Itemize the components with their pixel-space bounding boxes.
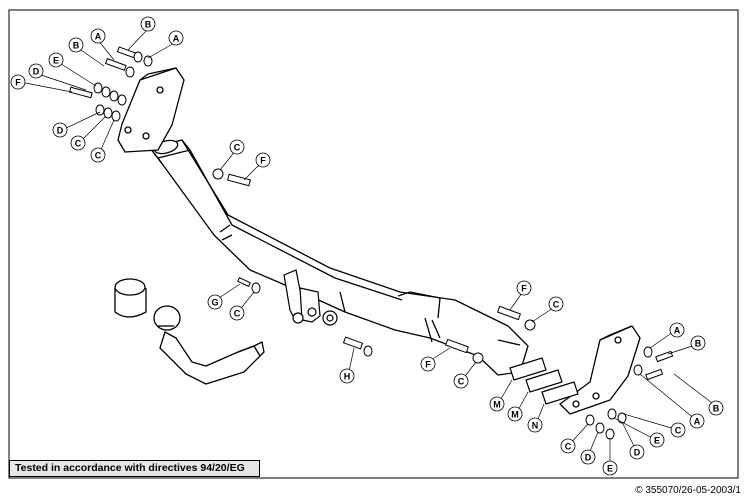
svg-text:H: H xyxy=(344,372,351,382)
svg-text:B: B xyxy=(145,20,152,30)
certification-note: Tested in accordance with directives 94/… xyxy=(9,460,260,477)
right-side-bracket xyxy=(559,325,641,415)
callout-plate-m1: M xyxy=(489,396,505,412)
callout-r-c: C xyxy=(548,296,564,312)
svg-text:D: D xyxy=(585,453,592,463)
svg-text:N: N xyxy=(532,421,539,431)
callout-br-a1: A xyxy=(669,322,685,338)
spacer-plates xyxy=(509,357,579,405)
crossbar-tube xyxy=(149,139,529,376)
callout-r-c2: C xyxy=(453,373,469,389)
svg-text:M: M xyxy=(493,400,501,410)
callout-tl-a2: A xyxy=(168,30,184,46)
callout-cl-c: C xyxy=(229,305,245,321)
callout-r-f: F xyxy=(516,280,532,296)
svg-text:M: M xyxy=(511,410,519,420)
callout-br-e1: E xyxy=(649,432,665,448)
svg-text:C: C xyxy=(75,139,82,149)
svg-text:D: D xyxy=(634,448,641,458)
callout-cl-h: H xyxy=(339,368,355,384)
fasteners xyxy=(68,46,674,440)
callout-tl-a1: A xyxy=(90,28,106,44)
callout-tl-c1: C xyxy=(70,135,86,151)
svg-text:G: G xyxy=(211,298,218,308)
svg-text:F: F xyxy=(260,156,266,166)
callout-mid-f: F xyxy=(255,152,271,168)
callout-plate-m2: M xyxy=(507,406,523,422)
left-side-bracket xyxy=(117,67,185,153)
svg-text:C: C xyxy=(565,442,572,452)
svg-text:D: D xyxy=(33,67,40,77)
callout-tl-d1: D xyxy=(28,63,44,79)
callout-br-e2: E xyxy=(602,460,618,476)
callout-br-c1: C xyxy=(670,422,686,438)
callout-plate-n: N xyxy=(527,417,543,433)
svg-text:F: F xyxy=(425,360,431,370)
callout-tl-c2: C xyxy=(90,147,106,163)
callout-r-f2: F xyxy=(420,356,436,372)
svg-text:C: C xyxy=(675,426,682,436)
callout-br-d2: D xyxy=(580,449,596,465)
svg-text:A: A xyxy=(674,326,681,336)
copyright-reference: © 355070/26-05-2003/1 xyxy=(635,485,741,496)
callout-br-b2: B xyxy=(708,400,724,416)
svg-text:A: A xyxy=(173,34,180,44)
callout-tl-b2: B xyxy=(68,37,84,53)
part-label-callouts: B A A B E D F D C C C F G C H F C F C M … xyxy=(10,16,724,476)
diagram-border xyxy=(8,9,739,479)
callout-cl-g: G xyxy=(207,294,223,310)
callout-tl-d2: D xyxy=(52,122,68,138)
svg-text:C: C xyxy=(458,377,465,387)
svg-text:B: B xyxy=(73,41,80,51)
svg-text:E: E xyxy=(607,464,613,474)
callout-br-a2: A xyxy=(689,413,705,429)
svg-text:A: A xyxy=(694,417,701,427)
callout-br-c2: C xyxy=(560,438,576,454)
tow-ball-neck xyxy=(153,305,265,385)
svg-text:F: F xyxy=(521,284,527,294)
leader-lines xyxy=(19,28,717,466)
callout-tl-f: F xyxy=(10,74,26,90)
svg-text:C: C xyxy=(234,143,241,153)
svg-text:C: C xyxy=(95,151,102,161)
svg-text:C: C xyxy=(234,309,241,319)
svg-text:E: E xyxy=(654,436,660,446)
svg-text:B: B xyxy=(695,339,702,349)
callout-br-b1: B xyxy=(690,335,706,351)
callout-tl-b: B xyxy=(140,16,156,32)
callout-br-d1: D xyxy=(629,444,645,460)
callout-mid-c: C xyxy=(229,139,245,155)
centre-bracket xyxy=(283,269,338,326)
svg-text:E: E xyxy=(53,56,59,66)
ball-cover-cap xyxy=(114,278,147,318)
svg-text:C: C xyxy=(553,300,560,310)
svg-text:B: B xyxy=(713,404,720,414)
svg-text:A: A xyxy=(95,32,102,42)
svg-text:F: F xyxy=(15,78,21,88)
callout-tl-e: E xyxy=(48,52,64,68)
svg-text:D: D xyxy=(57,126,64,136)
